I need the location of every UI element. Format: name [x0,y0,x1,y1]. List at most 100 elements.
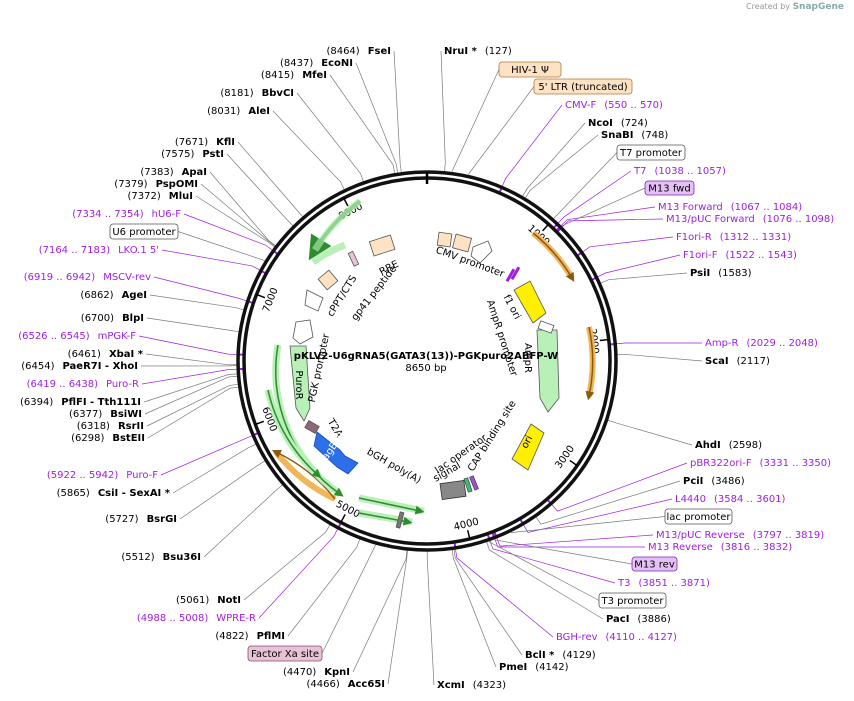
label-connector [243,524,331,601]
primer-label[interactable]: Amp-R(2029 .. 2048) [705,338,818,349]
enzyme-label[interactable]: KpnI(4470) [283,667,350,678]
enzyme-label[interactable]: PspOMI(7379) [114,179,198,190]
enzyme-label[interactable]: SnaBI(748) [601,130,668,141]
enzyme-label[interactable]: PaeR7I - XhoI(6454) [21,361,138,372]
enzyme-label[interactable]: PstI(7575) [161,149,224,160]
enzyme-label[interactable]: BstEII(6298) [71,433,145,444]
enzyme-label[interactable]: Acc65I(4466) [307,679,386,690]
feature-ampr-promoter [537,320,555,334]
enzyme-label[interactable]: ApaI(7383) [140,167,207,178]
primer-name: pBR322ori-F [690,458,752,469]
enzyme-label[interactable]: BclI *(4129) [525,650,596,661]
enzyme-label[interactable]: EcoNI(8437) [280,58,353,69]
enzyme-name: MfeI [302,70,327,81]
plasmid-name: pKLV2-U6gRNA5(GATA3(13))-PGKpuro2ABFP-W [294,351,558,362]
label-connector [440,50,446,172]
primer-range: (1312 .. 1331) [720,232,792,243]
enzyme-label[interactable]: Bsu36I(5512) [121,552,201,563]
feature-label: PuroR [293,370,304,399]
primer-label[interactable]: BGH-rev(4110 .. 4127) [556,632,677,643]
feature-label-box[interactable]: M13 fwd [644,180,695,196]
enzyme-label[interactable]: MluI(7372) [128,191,193,202]
feature-label-box[interactable]: M13 rev [631,556,678,572]
feature-arc-lentiviral-halo [312,198,363,252]
enzyme-label[interactable]: PciI(3486) [683,476,745,487]
enzyme-name: ApaI [182,167,207,178]
enzyme-label[interactable]: FseI(8464) [326,46,391,57]
enzyme-label[interactable]: MfeI (8415) [261,70,327,81]
primer-label[interactable]: F1ori-F (1522 .. 1543) [683,250,797,261]
enzyme-label[interactable]: KflI(7671) [175,137,235,148]
feature-hiv-psi [451,233,473,253]
enzyme-name: XbaI * [109,349,144,360]
feature-cap-site [469,475,479,491]
label-connector [195,195,276,248]
feature-label-box[interactable]: 5' LTR (truncated) [533,78,633,95]
primer-label[interactable]: M13/pUC Reverse(3797 .. 3819) [656,530,824,541]
enzyme-label[interactable]: PflMI(4822) [215,631,285,642]
feature-label-box[interactable]: U6 promoter [109,223,179,240]
enzyme-label[interactable]: ScaI(2117) [705,356,770,367]
feature-ori [511,423,545,471]
primer-label[interactable]: M13 Forward(1067 .. 1084) [658,202,802,213]
enzyme-label[interactable]: NcoI(724) [588,118,648,129]
enzyme-label[interactable]: RsrII(6318) [77,421,144,432]
enzyme-label[interactable]: BsrGI(5727) [105,514,177,525]
enzyme-name: RsrII [118,421,144,432]
feature-label: CAP binding site [466,399,519,474]
enzyme-label[interactable]: NotI(5061) [176,595,241,606]
enzyme-label[interactable]: AleI(8031) [207,106,270,117]
feature-label-box[interactable]: HIV-1 Ψ [498,61,562,78]
primer-label[interactable]: pBR322ori-F(3331 .. 3350) [690,458,831,469]
primer-label[interactable]: hU6-F(7334 .. 7354) [72,209,181,220]
primer-name: F1ori-F [683,250,718,261]
primer-label[interactable]: F1ori-R(1312 .. 1331) [676,232,791,243]
label-connector [172,443,257,494]
primer-label[interactable]: M13 Reverse(3816 .. 3832) [648,542,792,553]
primer-label[interactable]: L4440(3584 .. 3601) [675,494,786,505]
feature-label-box[interactable]: Factor Xa site [247,645,323,662]
enzyme-label[interactable]: PacI(3886) [606,614,671,625]
enzyme-name: PciI [683,476,703,487]
enzyme-name: SnaBI [601,130,633,141]
label-connector [355,62,399,174]
primer-label[interactable]: Puro-R(6419 .. 6438) [27,379,139,390]
primer-label[interactable]: WPRE-R(4988 .. 5008) [137,613,256,624]
enzyme-label[interactable]: CsiI - SexAI *(5865) [57,488,171,499]
enzyme-name: EcoNI [321,58,353,69]
feature-label-box[interactable]: T3 promoter [598,592,667,609]
enzyme-label[interactable]: PmeI(4142) [499,662,569,673]
enzyme-label[interactable]: BbvCI(8181) [220,88,294,99]
primer-range: (1076 .. 1098) [763,214,835,225]
enzyme-label[interactable]: AhdI(2598) [695,440,762,451]
primer-label[interactable]: MSCV-rev(6919 .. 6942) [24,272,151,283]
enzyme-name: NruI * [444,46,478,57]
primer-label[interactable]: M13/pUC Forward(1076 .. 1098) [666,214,834,225]
enzyme-label[interactable]: BsiWI(6377) [69,409,142,420]
feature-label-box[interactable]: T7 promoter [616,144,686,161]
scale-tick [599,338,609,342]
primer-range: (1522 .. 1543) [725,250,797,261]
enzyme-label[interactable]: PflFI - Tth111I(6394) [20,397,141,408]
enzyme-label[interactable]: XbaI *(6461) [68,349,144,360]
enzyme-label[interactable]: AgeI(6862) [80,290,147,301]
enzyme-label[interactable]: XcmI(4323) [437,680,506,691]
label-connector [147,386,239,439]
primer-label[interactable]: CMV-F(550 .. 570) [565,100,663,111]
enzyme-label[interactable]: PsiI(1583) [690,268,752,279]
enzyme-name: FseI [368,46,391,57]
primer-range: (550 .. 570) [604,100,663,111]
label-connector [524,134,599,199]
primer-label[interactable]: T3(3851 .. 3871) [617,578,710,589]
enzyme-label[interactable]: NruI *(127) [444,46,512,57]
primer-label[interactable]: T7(1038 .. 1057) [633,166,726,177]
enzyme-name: BbvCI [262,88,294,99]
primer-label[interactable]: mPGK-F(6526 .. 6545) [18,331,136,342]
feature-label-box[interactable]: lac promoter [664,508,733,525]
primer-label[interactable]: LKO.1 5'(7164 .. 7183) [39,245,159,256]
primer-label[interactable]: Puro-F(5922 .. 5942) [47,470,158,481]
feature-box-bg [631,556,678,572]
enzyme-position: (8415) [261,70,294,81]
feature-box-text: T3 promoter [600,596,664,607]
enzyme-label[interactable]: BlpI(6700) [81,313,144,324]
